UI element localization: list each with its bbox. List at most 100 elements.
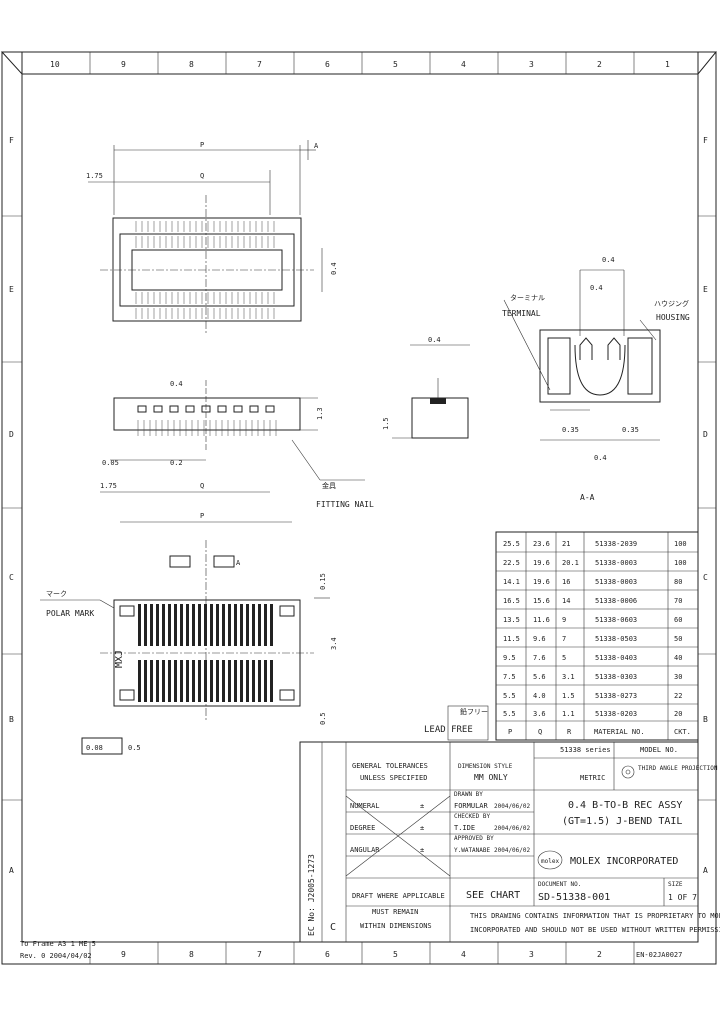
table-cell: 40	[674, 654, 682, 662]
table-cell: 60	[674, 616, 682, 624]
checked-by-label: CHECKED BY	[454, 813, 491, 820]
units: METRIC	[580, 774, 605, 782]
table-row: 16.5	[503, 597, 520, 605]
table-cell: 3.1	[562, 673, 575, 681]
flatness-box	[81, 737, 123, 755]
end-view: 0.4 1.5	[382, 336, 470, 439]
table-header-r: R	[567, 728, 572, 736]
proprietary-line2: INCORPORATED AND SHOULD NOT BE USED WITH…	[470, 926, 720, 934]
table-cell: 20	[674, 710, 682, 718]
table-cell: 70	[674, 597, 682, 605]
dim-end-height: 1.5	[382, 417, 390, 430]
table-row: 9.5	[503, 654, 516, 662]
table-cell: 100	[674, 559, 687, 567]
zone-col-9: 9	[121, 60, 126, 69]
dim-side-pitch2: 0.2	[170, 459, 183, 467]
table-cell: 51338-2039	[595, 540, 637, 548]
table-cell: 7	[562, 635, 566, 643]
dim-top-offset: 1.75	[86, 172, 103, 180]
side-view: 0.4 1.3 0.05 0.2 1.75 Q P	[100, 380, 374, 523]
table-cell: 19.6	[533, 559, 550, 567]
table-cell: 19.6	[533, 578, 550, 586]
table-cell: 7.6	[533, 654, 546, 662]
tol-row-angular: ANGULAR	[350, 846, 380, 854]
rev-letter: C	[330, 922, 336, 933]
checked-date: 2004/06/02	[494, 825, 531, 832]
molex-mark: MXJ	[114, 650, 125, 668]
table-cell: 20.1	[562, 559, 579, 567]
table-cell: 11.6	[533, 616, 550, 624]
table-cell: 51338-0503	[595, 635, 637, 643]
zone-col-4: 4	[461, 60, 466, 69]
table-cell: 23.6	[533, 540, 550, 548]
table-cell: 3.6	[533, 710, 546, 718]
table-cell: 51338-0003	[595, 559, 637, 567]
tol-row-degree-sym: ±	[420, 824, 424, 832]
flatness-value: 0.08	[86, 744, 103, 752]
footer-left1: To Frame A3 1 ME 5	[20, 940, 96, 948]
dim-cs-gap: 0.4	[590, 284, 603, 292]
zone-col-5-bottom: 5	[393, 950, 398, 959]
polar-mark-label: POLAR MARK	[46, 609, 94, 618]
size-label: SIZE	[668, 881, 683, 888]
doc-no-label: DOCUMENT NO.	[538, 881, 581, 888]
zone-col-2: 2	[597, 60, 602, 69]
molex-logo	[537, 850, 563, 870]
lead-free-box: 鉛フリー LEAD FREE	[424, 705, 489, 741]
zone-row-b-right: B	[703, 715, 708, 724]
fitting-nail-jp-label: 金具	[322, 481, 336, 490]
table-row: 7.5	[503, 673, 516, 681]
molex-logo-text: molex	[541, 858, 559, 865]
projection: THIRD ANGLE PROJECTION	[638, 765, 718, 772]
company-name: MOLEX INCORPORATED	[570, 856, 678, 867]
zone-col-3: 3	[529, 60, 534, 69]
table-row: 5.5	[503, 692, 516, 700]
zone-row-d: D	[9, 430, 14, 439]
footer-left2: Rev. 0 2004/04/02	[20, 952, 92, 960]
zone-col-4-bottom: 4	[461, 950, 466, 959]
dim-top-width: 0.4	[330, 262, 338, 275]
lead-free-jp-label: 鉛フリー	[460, 707, 488, 716]
tol-row-numeral-sym: ±	[420, 802, 424, 810]
table-cell: 51338-0006	[595, 597, 637, 605]
table-header-material: MATERIAL NO.	[594, 728, 645, 736]
must-remain: MUST REMAIN	[372, 908, 418, 916]
table-row: 5.5	[503, 710, 516, 718]
zone-row-f: F	[9, 136, 14, 145]
zone-col-7-bottom: 7	[257, 950, 262, 959]
section-aa-label: A-A	[580, 493, 595, 502]
table-cell: 1.1	[562, 710, 575, 718]
see-chart: SEE CHART	[466, 890, 520, 901]
table-cell: 5	[562, 654, 566, 662]
tol-row-degree: DEGREE	[350, 824, 375, 832]
dim-bottom-height-2: 0.5	[128, 744, 141, 752]
table-cell: 50	[674, 635, 682, 643]
dim-side-q-offset: 1.75	[100, 482, 117, 490]
datum-a-label: A	[236, 559, 241, 567]
tolerance-sub: UNLESS SPECIFIED	[360, 774, 427, 782]
tol-row-angular-sym: ±	[420, 846, 424, 854]
dim-style-label: DIMENSION STYLE	[458, 763, 513, 770]
drawn-by-label: DRAWN BY	[454, 791, 483, 798]
approved-by-label: APPROVED BY	[454, 835, 494, 842]
zone-col-9-bottom: 9	[121, 950, 126, 959]
title-line1: 0.4 B-TO-B REC ASSY	[568, 800, 682, 811]
zone-row-e: E	[9, 285, 14, 294]
table-cell: 9	[562, 616, 566, 624]
zone-row-b: B	[9, 715, 14, 724]
zone-row-c: C	[9, 573, 14, 582]
terminal-jp-label: ターミナル	[510, 293, 545, 302]
table-cell: 9.6	[533, 635, 546, 643]
table-cell: 51338-0303	[595, 673, 637, 681]
dim-side-q: Q	[200, 482, 204, 490]
table-cell: 22	[674, 692, 682, 700]
table-cell: 80	[674, 578, 682, 586]
table-cell: 51338-0273	[595, 692, 637, 700]
zone-col-2-bottom: 2	[597, 950, 602, 959]
zone-col-7: 7	[257, 60, 262, 69]
dim-style-value: MM ONLY	[474, 773, 508, 782]
dim-cs-width: 0.4	[602, 256, 615, 264]
zone-row-e-right: E	[703, 285, 708, 294]
dim-cs-l3: 0.4	[594, 454, 607, 462]
top-view: P Q 1.75 A	[86, 140, 338, 335]
